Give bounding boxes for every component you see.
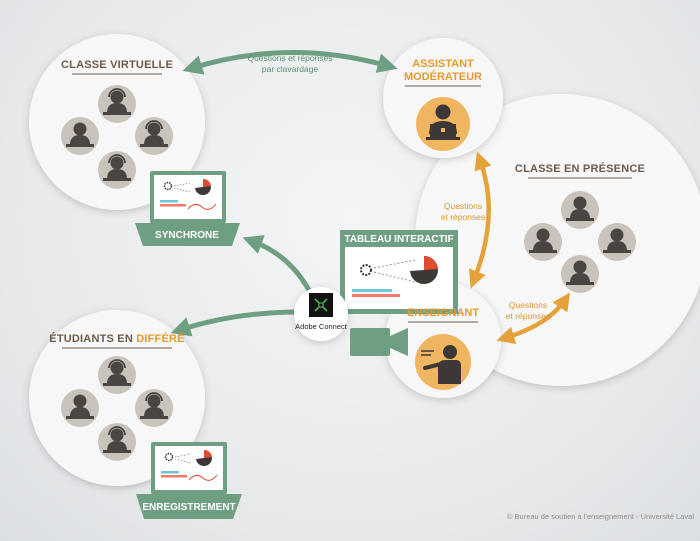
deferred-student-icon xyxy=(61,389,99,427)
recording-laptop-icon xyxy=(136,442,242,519)
deferred-student-icon xyxy=(134,388,174,428)
whiteboard-icon xyxy=(340,230,458,314)
camera-icon xyxy=(350,328,408,356)
whiteboard-label: TABLEAU INTERACTIF xyxy=(344,234,453,245)
chat-arrow xyxy=(182,49,398,75)
teacher-presenting-icon xyxy=(415,334,471,390)
virtual-class-title: CLASSE VIRTUELLE xyxy=(61,59,173,71)
virtual-student-icon xyxy=(134,116,174,156)
virtual-student-icon xyxy=(61,117,99,155)
presence-student-icon xyxy=(561,255,599,293)
qr-assist-line2: et réponses xyxy=(441,212,485,222)
recording-label: ENREGISTREMENT xyxy=(142,502,235,513)
qr-presence-line2: et réponses xyxy=(506,311,550,321)
qr-assist-line1: Questions xyxy=(444,201,482,211)
chat-label-line1: Questions et réponses xyxy=(247,53,332,63)
deferred-title-prefix: ÉTUDIANTS EN xyxy=(49,332,136,345)
deferred-student-icon xyxy=(97,355,137,395)
credit-text: © Bureau de soutien à l'enseignement - U… xyxy=(507,512,694,521)
presence-class-title: CLASSE EN PRÉSENCE xyxy=(515,162,645,175)
assistant-teacher-arrow xyxy=(468,151,492,289)
teacher-presence-arrow xyxy=(496,292,571,345)
assistant-title-line2: MODÉRATEUR xyxy=(404,70,482,83)
virtual-student-icon xyxy=(97,84,137,124)
qr-presence-line1: Questions xyxy=(509,300,547,310)
presence-student-icon xyxy=(598,223,636,261)
synchrone-label: SYNCHRONE xyxy=(155,230,219,241)
chat-label-line2: par clavardage xyxy=(262,64,319,74)
presence-student-icon xyxy=(561,191,599,229)
presence-student-icon xyxy=(524,223,562,261)
adobe-connect-node xyxy=(294,287,348,341)
assistant-title-line1: ASSISTANT xyxy=(412,58,474,70)
assistant-laptop-user-icon xyxy=(416,97,470,151)
deferred-title-highlight: DIFFÉRÉ xyxy=(136,332,184,345)
deferred-student-icon xyxy=(97,422,137,462)
virtual-student-icon xyxy=(97,150,137,190)
arrow-to-synchrone xyxy=(242,235,313,294)
teacher-title: ENSEIGNANT xyxy=(407,307,479,319)
deferred-title: ÉTUDIANTS EN DIFFÉRÉ xyxy=(49,332,184,345)
arrow-to-deferred xyxy=(170,309,301,337)
synchrone-laptop-icon xyxy=(135,171,240,246)
adobe-connect-label: Adobe Connect xyxy=(295,322,348,331)
